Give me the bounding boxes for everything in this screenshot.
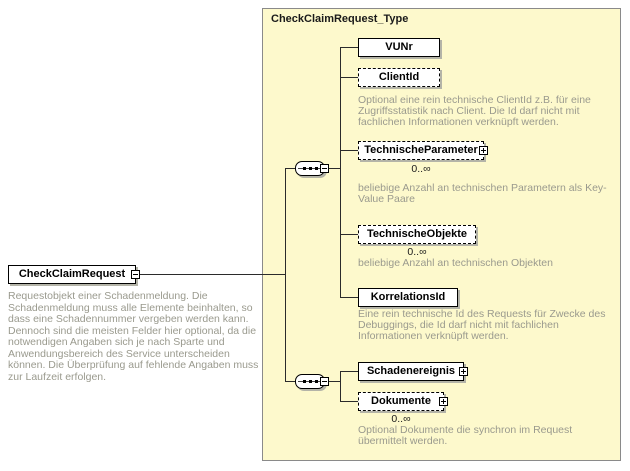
sequence-dot <box>315 380 318 383</box>
element-label: ClientId <box>378 71 420 83</box>
element-technische-parameter[interactable]: TechnischeParameter <box>358 141 484 160</box>
sequence-dot <box>303 167 306 170</box>
connector-line <box>329 168 340 169</box>
element-label: VUNr <box>385 41 413 53</box>
element-technische-objekte[interactable]: TechnischeObjekte <box>358 225 476 244</box>
collapse-minus-icon[interactable] <box>320 164 329 173</box>
collapse-minus-icon[interactable] <box>131 270 140 279</box>
element-label: TechnischeParameter <box>364 144 478 156</box>
sequence-dot <box>309 167 312 170</box>
connector-line <box>285 168 295 169</box>
element-vunr[interactable]: VUNr <box>358 38 440 57</box>
annotation-technische-parameter: beliebige Anzahl an technischen Paramete… <box>358 182 607 205</box>
element-label: KorrelationsId <box>370 291 446 303</box>
element-korrelationsid[interactable]: KorrelationsId <box>358 288 458 307</box>
element-clientid[interactable]: ClientId <box>358 68 440 87</box>
element-dokumente[interactable]: Dokumente <box>358 392 444 411</box>
annotation-korrelationsid: Eine rein technische Id des Requests für… <box>358 308 606 342</box>
connector-line <box>340 401 358 402</box>
expand-plus-icon[interactable] <box>439 397 448 406</box>
expand-plus-icon[interactable] <box>479 146 488 155</box>
element-label: Dokumente <box>371 395 431 407</box>
element-label: CheckClaimRequest <box>18 268 126 280</box>
connector-line <box>329 381 340 382</box>
connector-line <box>340 297 358 298</box>
annotation-technische-objekte: beliebige Anzahl an technischen Objekten <box>358 257 553 269</box>
annotation-clientid: Optional eine rein technische ClientId z… <box>358 94 591 128</box>
connector-line <box>340 150 358 151</box>
occurrence-dokumente: 0..∞ <box>391 413 411 425</box>
collapse-minus-icon[interactable] <box>320 377 329 386</box>
expand-plus-icon[interactable] <box>459 367 468 376</box>
element-schadenereignis[interactable]: Schadenereignis <box>358 362 464 381</box>
connector-line <box>285 168 286 382</box>
connector-line <box>140 274 285 275</box>
connector-line <box>285 381 295 382</box>
sequence-dot <box>303 380 306 383</box>
sequence-dot <box>309 380 312 383</box>
occurrence-technische-objekte: 0..∞ <box>407 246 427 258</box>
occurrence-technische-parameter: 0..∞ <box>411 163 431 175</box>
sequence-icon[interactable] <box>295 161 325 176</box>
connector-line <box>340 371 358 372</box>
connector-line <box>340 371 341 402</box>
element-checkclaimrequest[interactable]: CheckClaimRequest <box>8 265 136 284</box>
type-panel-title: CheckClaimRequest_Type <box>271 13 409 25</box>
element-description: Requestobjekt einer Schadenmeldung. Die … <box>8 290 259 383</box>
element-label: TechnischeObjekte <box>366 228 468 240</box>
connector-line <box>340 47 358 48</box>
element-label: Schadenereignis <box>366 365 456 377</box>
connector-line <box>340 47 341 298</box>
connector-line <box>340 77 358 78</box>
sequence-dot <box>315 167 318 170</box>
connector-line <box>340 234 358 235</box>
annotation-dokumente: Optional Dokumente die synchron im Reque… <box>358 424 573 447</box>
